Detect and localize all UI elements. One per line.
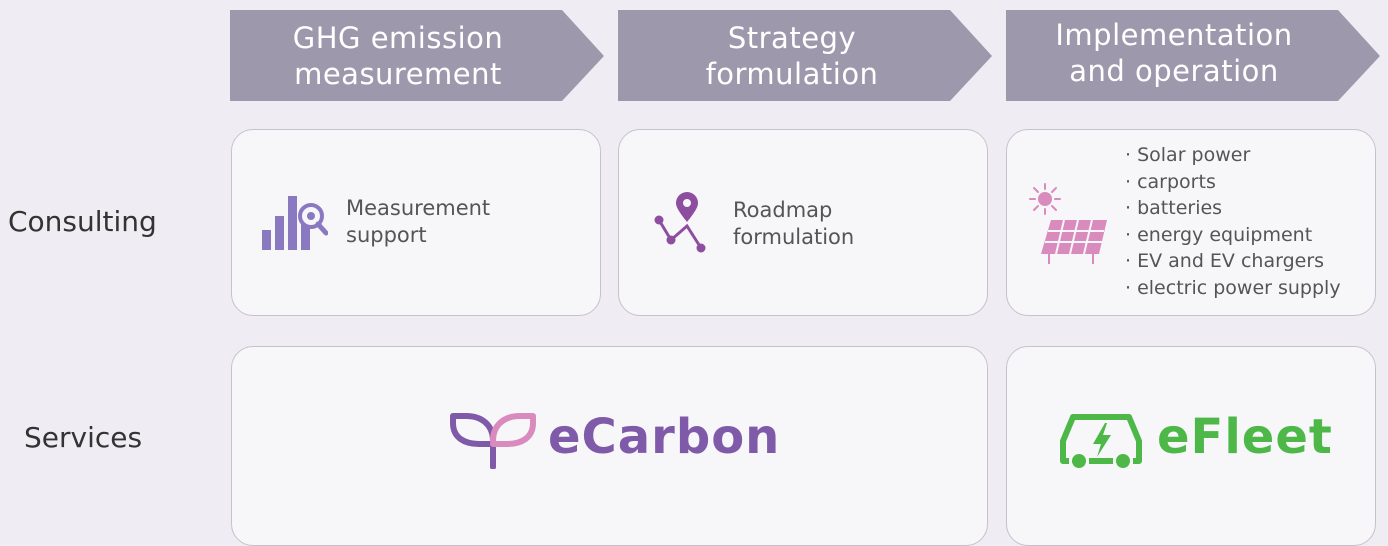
sprout-icon — [450, 413, 536, 469]
list-item: EV and EV chargers — [1125, 248, 1341, 275]
stage-1-line2: measurement — [294, 57, 502, 91]
efleet-card[interactable]: eFleet — [1006, 346, 1376, 546]
list-item: carports — [1125, 169, 1341, 196]
stage-arrow-2 — [618, 10, 992, 101]
stage-label-3: Implementation and operation — [1006, 15, 1342, 91]
list-item: electric power supply — [1125, 275, 1340, 302]
stage-arrow-1 — [230, 10, 604, 101]
solar-panel-icon — [1029, 183, 1107, 264]
stage-3-line1: Implementation — [1055, 18, 1293, 52]
implementation-list: Solar power carports batteries energy eq… — [1125, 142, 1341, 302]
stage-2-line1: Strategy — [727, 21, 857, 55]
ecarbon-card[interactable]: eCarbon — [231, 346, 988, 546]
measurement-line1: Measurement — [346, 196, 491, 220]
ev-car-icon — [1060, 414, 1142, 468]
stage-label-2: Strategy formulation — [618, 18, 966, 94]
stage-1-line1: GHG emission — [292, 21, 504, 55]
measurement-card-text: Measurement support — [346, 195, 490, 249]
implementation-card: Solar power carports batteries energy eq… — [1006, 129, 1376, 316]
list-item: energy equipment — [1125, 222, 1341, 249]
row-label-services: Services — [24, 421, 143, 454]
measurement-card: Measurement support — [231, 129, 601, 316]
roadmap-card: Roadmap formulation — [618, 129, 988, 316]
chart-magnifier-icon — [262, 196, 328, 250]
stage-arrow-3 — [1006, 10, 1380, 101]
efleet-logo-text: eFleet — [1157, 409, 1333, 465]
roadmap-card-text: Roadmap formulation — [733, 197, 854, 251]
list-item: batteries — [1125, 195, 1341, 222]
roadmap-line1: Roadmap — [733, 198, 833, 222]
row-label-consulting: Consulting — [8, 205, 157, 238]
ecarbon-logo-text: eCarbon — [548, 409, 781, 465]
stage-2-line2: formulation — [705, 57, 879, 91]
stage-3-line2: and operation — [1069, 54, 1279, 88]
list-item: Solar power — [1125, 142, 1341, 169]
route-pin-icon — [654, 192, 706, 253]
stage-label-1: GHG emission measurement — [230, 18, 566, 94]
roadmap-line2: formulation — [733, 225, 855, 249]
measurement-line2: support — [346, 223, 427, 247]
